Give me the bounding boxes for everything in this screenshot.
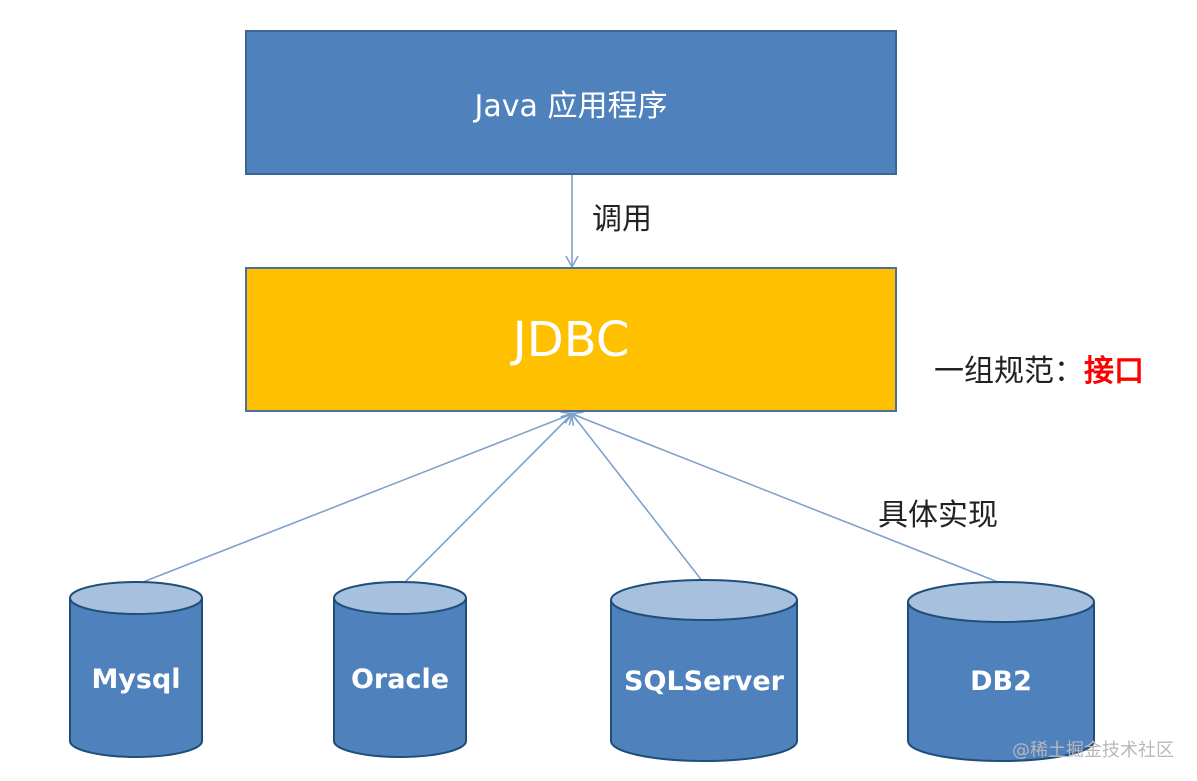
database-cylinder-db2 [907, 581, 1095, 762]
spec-label-prefix: 一组规范： [934, 354, 1084, 389]
jdbc-label: JDBC [512, 311, 630, 368]
database-cylinder-mysql [69, 581, 203, 758]
spec-label-emphasis: 接口 [1084, 354, 1144, 389]
database-name-mysql: Mysql [91, 664, 181, 695]
impl-arrow-oracle [404, 412, 574, 583]
impl-label: 具体实现 [878, 498, 998, 533]
jdbc-box: JDBC [245, 267, 897, 412]
spec-label: 一组规范：接口 [934, 346, 1144, 390]
impl-arrow-db2 [569, 411, 999, 583]
impl-arrow-sqlserver [570, 411, 704, 583]
java-application-box: Java 应用程序 [245, 30, 897, 175]
database-cylinder-sqlserver [610, 579, 798, 762]
database-cylinder-oracle [333, 581, 467, 758]
impl-arrow-mysql [142, 411, 575, 583]
database-name-db2: DB2 [970, 666, 1032, 697]
java-application-label: Java 应用程序 [474, 88, 668, 124]
call-label: 调用 [592, 202, 652, 237]
database-name-sqlserver: SQLServer [624, 666, 784, 697]
database-name-oracle: Oracle [350, 664, 450, 695]
watermark: @稀土掘金技术社区 [1012, 740, 1174, 761]
